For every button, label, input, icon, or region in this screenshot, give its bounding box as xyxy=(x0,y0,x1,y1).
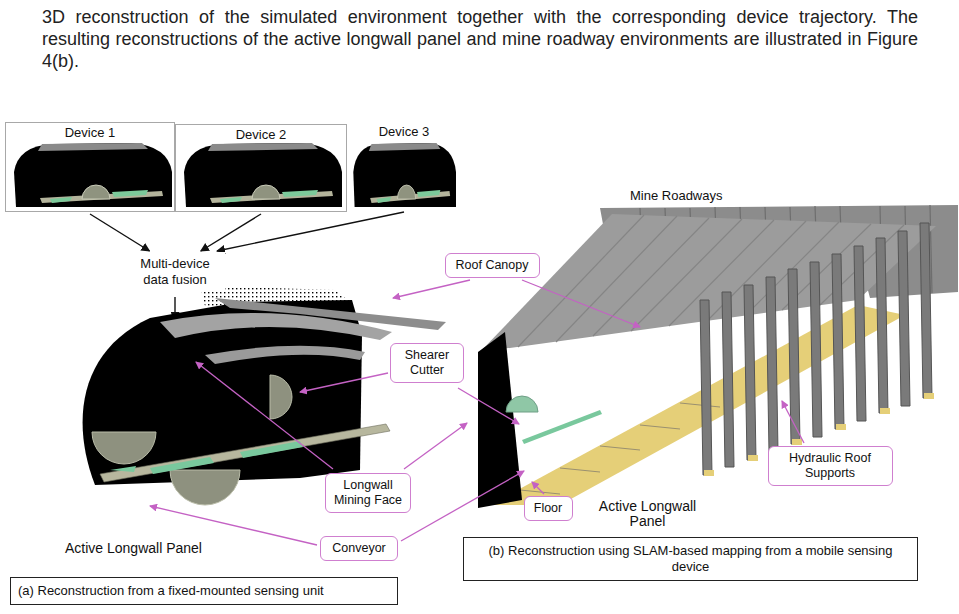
body-paragraph: 3D reconstruction of the simulated envir… xyxy=(42,6,918,72)
node-text: Shearer Cutter xyxy=(396,348,458,378)
callout-box: Shearer Cutter xyxy=(390,343,464,383)
callout-box: Floor xyxy=(524,496,573,521)
region-label: Mine Roadways xyxy=(630,188,723,203)
callout-box: Conveyor xyxy=(320,536,398,561)
region-label: Active Longwall Panel xyxy=(65,540,202,556)
callout-box: Hydraulic Roof Supports xyxy=(768,446,893,486)
flow-arrow xyxy=(90,214,150,251)
process-label: Multi-device data fusion xyxy=(125,252,225,292)
node-text: (b) Reconstruction using SLAM-based mapp… xyxy=(471,543,910,575)
flow-arrow xyxy=(201,214,261,251)
node-text: Device 2 xyxy=(176,125,346,142)
node-text: Device 3 xyxy=(350,122,458,139)
node-text: Floor xyxy=(530,501,567,516)
node-text: (a) Reconstruction from a fixed-mounted … xyxy=(18,583,390,599)
region-label: Active Longwall Panel xyxy=(585,499,710,529)
panel-b-model xyxy=(478,205,958,508)
node-text: Hydraulic Roof Supports xyxy=(774,451,887,481)
node-text: Conveyor xyxy=(326,541,392,556)
leader-lines xyxy=(150,280,804,545)
caption-box: (a) Reconstruction from a fixed-mounted … xyxy=(10,577,398,605)
device-view: Device 1 xyxy=(5,122,175,212)
node-text: Multi-device data fusion xyxy=(129,256,221,288)
device-view: Device 2 xyxy=(175,124,347,212)
caption-box: (b) Reconstruction using SLAM-based mapp… xyxy=(463,537,918,581)
callout-box: Roof Canopy xyxy=(445,253,540,278)
device-view: Device 3 xyxy=(350,122,458,210)
callout-box: Longwall Mining Face xyxy=(325,473,411,513)
node-text: Device 1 xyxy=(6,123,174,140)
node-text: Longwall Mining Face xyxy=(331,478,405,508)
flow-arrow xyxy=(217,212,404,251)
node-text: Roof Canopy xyxy=(451,258,534,273)
